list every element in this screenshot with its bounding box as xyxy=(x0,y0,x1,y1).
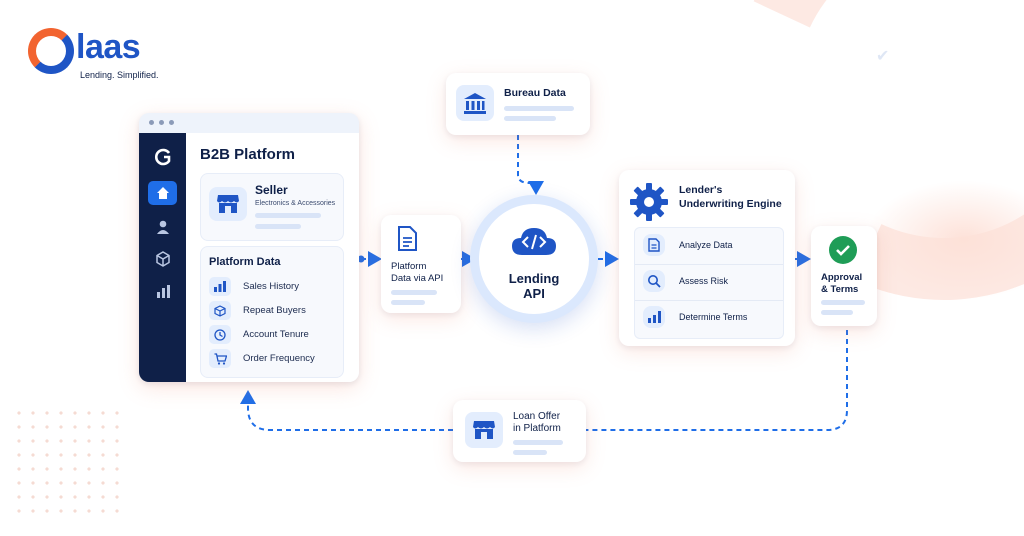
search-icon xyxy=(643,270,665,292)
cloud-code-icon xyxy=(510,225,558,262)
placeholder-bar xyxy=(821,300,865,305)
platform-data-api-label: Platform Data via API xyxy=(391,261,444,284)
gear-icon xyxy=(629,182,669,227)
document-icon xyxy=(396,226,418,257)
engine-title: Lender's Underwriting Engine xyxy=(679,184,782,210)
brand-name: laas xyxy=(76,28,141,66)
approval-terms-card: Approval & Terms xyxy=(811,226,877,326)
data-item-account-tenure: Account Tenure xyxy=(209,325,309,344)
approval-terms-label: Approval & Terms xyxy=(821,272,863,295)
underwriting-engine-card: Lender's Underwriting Engine Analyze Dat… xyxy=(619,170,795,346)
arrow-offer-to-platform xyxy=(240,390,453,431)
seller-category: Electronics & Accessories xyxy=(255,200,336,207)
bureau-data-label: Bureau Data xyxy=(504,87,566,99)
arrow-bureau-to-lending xyxy=(517,135,544,195)
brand-tagline: Lending. Simplified. xyxy=(80,70,159,80)
sidebar-logo-icon xyxy=(148,145,177,169)
placeholder-bar xyxy=(255,224,301,229)
bureau-data-card: Bureau Data xyxy=(446,73,590,135)
brand-logo: laas Lending. Simplified. xyxy=(28,28,159,80)
step-determine-terms: Determine Terms xyxy=(679,312,748,322)
check-circle-icon xyxy=(829,236,857,264)
data-item-label: Sales History xyxy=(243,281,299,292)
loan-offer-label: Loan Offer in Platform xyxy=(513,411,561,434)
platform-data-card: Platform Data Sales History Repeat Buyer… xyxy=(200,246,344,378)
watermark-check-icon: ✔ xyxy=(876,48,890,65)
platform-main: B2B Platform Seller Electronics & Access… xyxy=(186,133,359,382)
data-item-label: Account Tenure xyxy=(243,329,309,340)
data-item-sales-history: Sales History xyxy=(209,277,299,296)
lending-api-label: Lending API xyxy=(508,271,560,301)
platform-sidebar xyxy=(139,133,186,382)
platform-data-heading: Platform Data xyxy=(209,256,281,268)
background-glow xyxy=(864,180,1024,300)
seller-card: Seller Electronics & Accessories xyxy=(200,173,344,241)
data-item-label: Repeat Buyers xyxy=(243,305,306,316)
step-analyze-data: Analyze Data xyxy=(679,240,733,250)
cart-icon xyxy=(209,349,231,368)
engine-steps: Analyze Data Assess Risk Determine Terms xyxy=(634,227,784,339)
data-item-order-frequency: Order Frequency xyxy=(209,349,315,368)
store-icon xyxy=(465,412,503,448)
logo-g-icon xyxy=(28,28,74,74)
step-assess-risk: Assess Risk xyxy=(679,276,729,286)
placeholder-bar xyxy=(504,116,556,121)
platform-data-api-card: Platform Data via API xyxy=(381,215,461,313)
bank-icon xyxy=(456,85,494,121)
lending-api-node: Lending API xyxy=(470,195,598,323)
box-icon xyxy=(209,301,231,320)
platform-title: B2B Platform xyxy=(200,146,296,163)
placeholder-bar xyxy=(513,450,547,455)
arrow-approval-to-offer xyxy=(586,330,848,431)
bar-chart-icon xyxy=(209,277,231,296)
placeholder-bar xyxy=(255,213,321,218)
placeholder-bar xyxy=(821,310,853,315)
store-icon xyxy=(209,187,247,221)
bar-chart-icon xyxy=(643,306,665,328)
placeholder-bar xyxy=(504,106,574,111)
clock-icon xyxy=(209,325,231,344)
data-item-label: Order Frequency xyxy=(243,353,315,364)
sidebar-chart-icon[interactable] xyxy=(148,279,177,303)
window-dots xyxy=(149,120,174,125)
seller-name: Seller xyxy=(255,183,288,197)
sidebar-box-icon[interactable] xyxy=(148,247,177,271)
data-item-repeat-buyers: Repeat Buyers xyxy=(209,301,306,320)
b2b-platform-window: B2B Platform Seller Electronics & Access… xyxy=(139,113,359,382)
background-dots xyxy=(12,406,122,516)
loan-offer-card: Loan Offer in Platform xyxy=(453,400,586,462)
sidebar-user-icon[interactable] xyxy=(148,215,177,239)
sidebar-home-icon[interactable] xyxy=(148,181,177,205)
placeholder-bar xyxy=(513,440,563,445)
document-icon xyxy=(643,234,665,256)
placeholder-bar xyxy=(391,300,425,305)
placeholder-bar xyxy=(391,290,437,295)
